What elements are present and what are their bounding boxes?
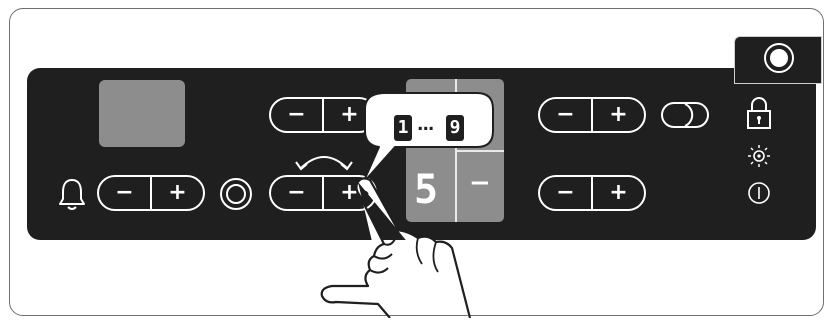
right-front-minus-button[interactable]: −	[540, 177, 591, 209]
padlock-icon[interactable]	[744, 94, 774, 132]
right-rear-minus-button[interactable]: −	[540, 99, 591, 131]
level-range-separator: ...	[417, 117, 433, 134]
right-rear-zone-stepper: − +	[538, 97, 646, 133]
level-max-digit: 9	[446, 115, 464, 141]
level-min-digit: 1	[394, 115, 412, 141]
pointing-hand-icon	[318, 168, 508, 318]
timer-stepper: − +	[97, 175, 205, 211]
on-off-indicator-icon	[746, 180, 772, 206]
bridge-zone-icon[interactable]	[659, 100, 711, 130]
timer-plus-button[interactable]: +	[152, 177, 203, 209]
front-zone-minus-button[interactable]: −	[271, 177, 322, 209]
sun-indicator-icon	[745, 143, 773, 169]
rear-zone-minus-button[interactable]: −	[271, 99, 322, 131]
right-rear-plus-button[interactable]: +	[593, 99, 644, 131]
bell-icon	[57, 176, 87, 212]
double-circle-icon[interactable]	[218, 176, 254, 212]
right-front-zone-stepper: − +	[538, 175, 646, 211]
power-button-icon[interactable]	[762, 41, 796, 75]
timer-minus-button[interactable]: −	[99, 177, 150, 209]
right-front-plus-button[interactable]: +	[593, 177, 644, 209]
timer-display	[99, 80, 185, 147]
